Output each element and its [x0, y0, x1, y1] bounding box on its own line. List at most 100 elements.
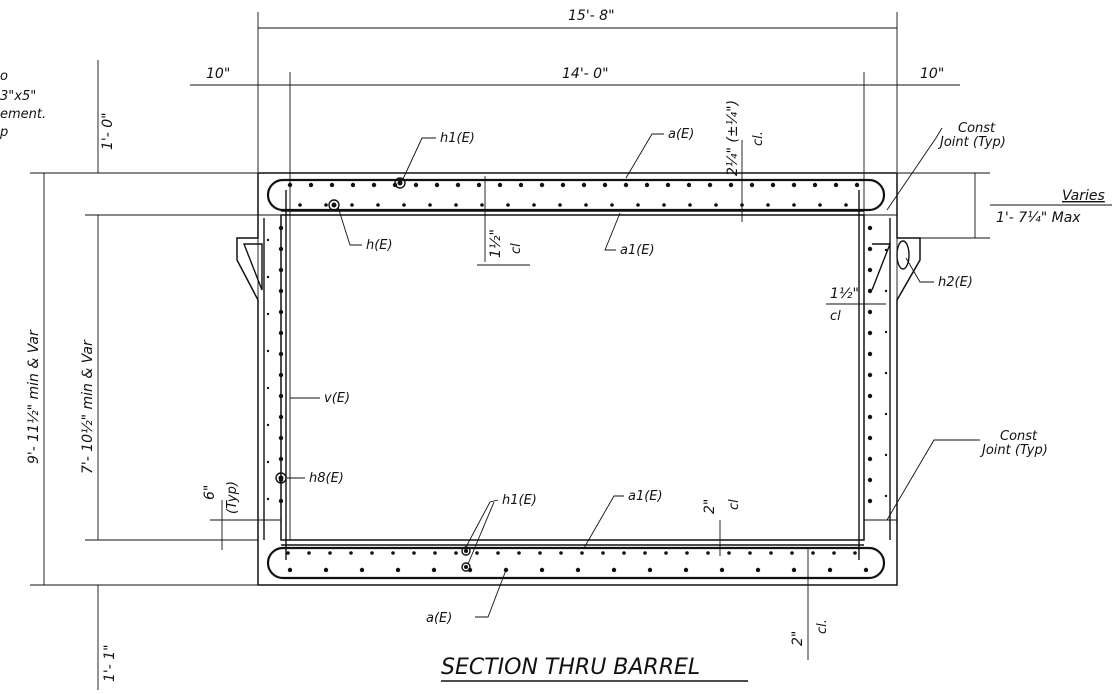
dim-overall-height: 9'- 11½" min & Var: [26, 329, 42, 464]
top-slab-lower-dot: [350, 203, 354, 207]
dim-inner-height: 7'- 10½" min & Var: [80, 339, 96, 474]
bot-slab-upper-dot: [769, 551, 773, 555]
top-slab-bar-dot: [371, 182, 377, 188]
label-const-joint-top-2: Joint (Typ): [937, 135, 1006, 150]
top-slab-lower-dot: [662, 203, 666, 207]
left-wall-bar-dot: [278, 435, 284, 441]
right-wall-speck: [884, 330, 888, 334]
top-slab-lower-dot: [636, 203, 640, 207]
h-bar-core: [331, 202, 337, 208]
top-slab-bar-dot: [560, 182, 566, 188]
bot-slab-bar-dot: [863, 567, 869, 573]
barrel-opening: [280, 214, 865, 541]
dim-wall-right: 10": [920, 66, 944, 82]
bot-slab-upper-dot: [538, 551, 542, 555]
bot-slab-bar-dot: [611, 567, 617, 573]
dim-overall-width: 15'- 8": [568, 8, 615, 24]
top-slab-lower-dot: [844, 203, 848, 207]
top-slab-bar-dot: [686, 182, 692, 188]
left-wall-speck: [266, 460, 270, 464]
dim-top-cover-cl: cl.: [751, 131, 766, 146]
bot-slab-upper-dot: [496, 551, 500, 555]
bot-slab-upper-dot: [748, 551, 752, 555]
top-slab-bar-dot: [518, 182, 524, 188]
leader-a-top: [625, 133, 664, 179]
top-slab-lower-dot: [454, 203, 458, 207]
right-wall-speck: [884, 248, 888, 252]
top-slab-bar-dot: [539, 182, 545, 188]
right-wall-speck: [884, 494, 888, 498]
top-slab-bar-dot: [455, 182, 461, 188]
left-wall-bar-dot: [278, 288, 284, 294]
reinforcement: [242, 177, 910, 580]
dim-bot-inner-cover: 2": [702, 499, 718, 514]
left-wall-bar-dot: [278, 456, 284, 462]
bot-slab-bar-dot: [287, 567, 293, 573]
right-wall-bar-dot: [867, 309, 873, 315]
left-wall-speck: [266, 386, 270, 390]
right-wall-bar-dot: [867, 477, 873, 483]
leader-const-top: [886, 127, 943, 211]
dim-top-inner-cl: cl: [509, 243, 524, 254]
bot-slab-bar-dot: [755, 567, 761, 573]
top-slab-lower-dot: [792, 203, 796, 207]
top-slab-lower-dot: [688, 203, 692, 207]
left-note-line-3: ement.: [0, 107, 46, 122]
top-slab-bar-dot: [644, 182, 650, 188]
left-wall-speck: [266, 312, 270, 316]
bot-slab-bar-dot: [827, 567, 833, 573]
bot-slab-bar-dot: [719, 567, 725, 573]
h8-bar: [275, 472, 287, 484]
bot-slab-upper-dot: [643, 551, 647, 555]
top-slab-bar-dot: [833, 182, 839, 188]
bot-slab-upper-dot: [391, 551, 395, 555]
h1-bot-bar-2: [461, 562, 471, 572]
bot-slab-upper-dot: [664, 551, 668, 555]
right-wall-bar-dot: [867, 435, 873, 441]
top-slab-bar-dot: [413, 182, 419, 188]
right-wall-bar-dot: [867, 393, 873, 399]
top-slab-lower-dot: [610, 203, 614, 207]
bot-slab-bar-dot: [431, 567, 437, 573]
top-slab-lower-dot: [714, 203, 718, 207]
right-wall-bar-dot: [867, 225, 873, 231]
bot-slab-upper-dot: [622, 551, 626, 555]
left-note: o 3"x5" ement. p: [0, 69, 46, 140]
top-slab-lower-dot: [766, 203, 770, 207]
top-slab-lower-dot: [532, 203, 536, 207]
top-slab-bar-dot: [749, 182, 755, 188]
leader-a1-top: [604, 212, 621, 251]
bot-slab-upper-dot: [811, 551, 815, 555]
leader-h: [337, 206, 362, 246]
label-v: v(E): [324, 391, 350, 406]
drawing-title: SECTION THRU BARREL: [441, 655, 700, 680]
label-a1-top: a1(E): [620, 243, 655, 258]
right-wall-speck: [884, 289, 888, 293]
bot-slab-upper-dot: [412, 551, 416, 555]
dim-varies-max: 1'- 7¼" Max: [996, 210, 1081, 226]
label-const-joint-bot-2: Joint (Typ): [979, 443, 1048, 458]
left-wall-bar-dot: [278, 246, 284, 252]
bot-slab-bar-dot: [395, 567, 401, 573]
dim-bot-outer-cover: 2": [790, 631, 806, 646]
bot-slab-bar-dot: [323, 567, 329, 573]
label-h1-bot: h1(E): [502, 493, 537, 508]
top-slab-lower-dot: [428, 203, 432, 207]
bot-slab-upper-dot: [601, 551, 605, 555]
left-wall-speck: [266, 423, 270, 427]
concrete-section: [236, 172, 921, 586]
top-slab-lower-dot: [324, 203, 328, 207]
dim-corner-typ: 6": [202, 485, 218, 500]
bot-slab-bar-dot: [683, 567, 689, 573]
dim-wall-cover-cl: cl: [830, 309, 841, 324]
dim-varies: Varies: [1062, 188, 1105, 204]
top-slab-bar-dot: [791, 182, 797, 188]
left-wall-bar-dot: [278, 267, 284, 273]
right-wall-speck: [884, 412, 888, 416]
right-wall-bar-dot: [867, 246, 873, 252]
top-slab-bar-dot: [854, 182, 860, 188]
bot-slab-upper-dot: [349, 551, 353, 555]
bot-slab-upper-dot: [286, 551, 290, 555]
h1-bot-bar-2-core: [464, 565, 468, 569]
left-wall-speck: [266, 497, 270, 501]
